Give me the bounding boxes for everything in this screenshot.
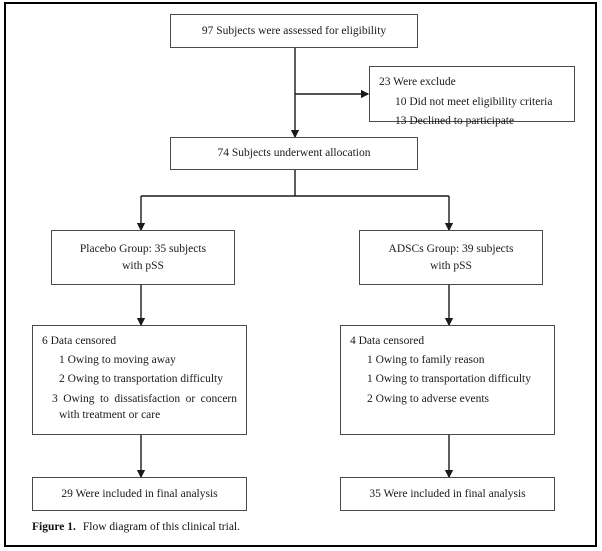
node-adscs-group-line1: ADSCs Group: 39 subjects (388, 242, 514, 255)
node-allocation: 74 Subjects underwent allocation (170, 137, 418, 170)
node-placebo-group-line1: Placebo Group: 35 subjects (79, 242, 207, 255)
node-placebo-group: Placebo Group: 35 subjects with pSS (51, 230, 235, 285)
node-adscs-censored-head: 4 Data censored (350, 335, 425, 347)
figure-caption-label: Figure 1. (32, 521, 76, 533)
node-adscs-final-text: 35 Were included in final analysis (369, 487, 526, 500)
node-excluded-item-1: 10 Did not meet eligibility criteria (395, 95, 553, 108)
node-enrollment: 97 Subjects were assessed for eligibilit… (170, 14, 418, 48)
node-enrollment-text: 97 Subjects were assessed for eligibilit… (201, 24, 387, 37)
node-placebo-censored-item-3: 3 Owing to dissatisfaction or concern wi… (52, 392, 237, 422)
node-excluded-head: 23 Were exclude (379, 76, 456, 88)
figure-caption-text: Flow diagram of this clinical trial. (82, 521, 241, 533)
node-placebo-group-line2: with pSS (122, 259, 164, 272)
node-adscs-censored-item-2: 1 Owing to transportation difficulty (367, 373, 531, 386)
node-allocation-text: 74 Subjects underwent allocation (217, 147, 371, 160)
node-adscs-censored-item-3: 2 Owing to adverse events (367, 392, 489, 405)
node-excluded-item-2: 13 Declined to participate (395, 115, 515, 128)
node-placebo-censored-item-1: 1 Owing to moving away (59, 354, 176, 367)
node-adscs-group-line2: with pSS (430, 259, 472, 272)
node-placebo-censored-item-2: 2 Owing to transportation difficulty (59, 373, 223, 386)
node-placebo-censored: 6 Data censored 1 Owing to moving away 2… (32, 325, 247, 435)
node-placebo-final-text: 29 Were included in final analysis (61, 487, 218, 500)
node-adscs-censored: 4 Data censored 1 Owing to family reason… (340, 325, 555, 435)
node-excluded: 23 Were exclude 10 Did not meet eligibil… (369, 66, 575, 127)
node-adscs-censored-item-1: 1 Owing to family reason (367, 354, 485, 367)
node-adscs-group: ADSCs Group: 39 subjects with pSS (359, 230, 543, 285)
node-adscs-final: 35 Were included in final analysis (340, 477, 555, 511)
figure-caption: Figure 1. Flow diagram of this clinical t… (32, 521, 462, 533)
node-placebo-final: 29 Were included in final analysis (32, 477, 247, 511)
node-placebo-censored-head: 6 Data censored (42, 335, 117, 347)
